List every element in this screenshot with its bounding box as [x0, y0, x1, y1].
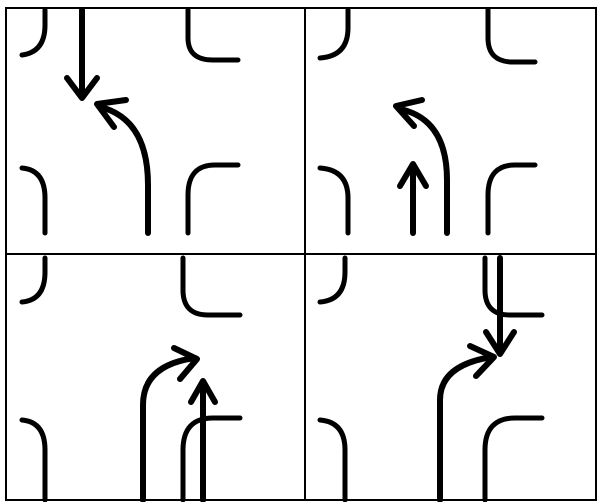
curb-se [482, 415, 545, 502]
arrow-up-icon [397, 161, 429, 236]
curb-sw [19, 165, 48, 236]
arrow-down-icon [483, 255, 517, 357]
curb-se [180, 415, 243, 502]
curb-ne [485, 7, 538, 65]
curb-nw [19, 7, 48, 58]
panel-top-right [317, 7, 538, 236]
curb-nw [19, 255, 48, 305]
curb-nw [317, 7, 351, 61]
arrow-up-icon [188, 378, 218, 502]
arrow-down-icon [64, 7, 100, 101]
curb-sw [317, 165, 351, 236]
arrow-right-turn-icon [140, 345, 200, 502]
curb-se [485, 162, 538, 236]
arrow-left-turn-icon [94, 97, 151, 236]
panel-bottom-right [317, 255, 545, 502]
curb-sw [19, 417, 48, 502]
panel-bottom-left [19, 255, 243, 502]
arrow-left-turn-icon [393, 97, 450, 236]
curb-sw [317, 417, 348, 502]
curb-ne [180, 255, 243, 318]
curb-se [185, 162, 241, 236]
panel-grid [5, 7, 597, 501]
curb-ne [482, 255, 545, 318]
curb-nw [317, 255, 348, 305]
curb-ne [185, 7, 241, 63]
arrow-right-turn-icon [437, 343, 497, 502]
panel-top-left [19, 7, 241, 236]
